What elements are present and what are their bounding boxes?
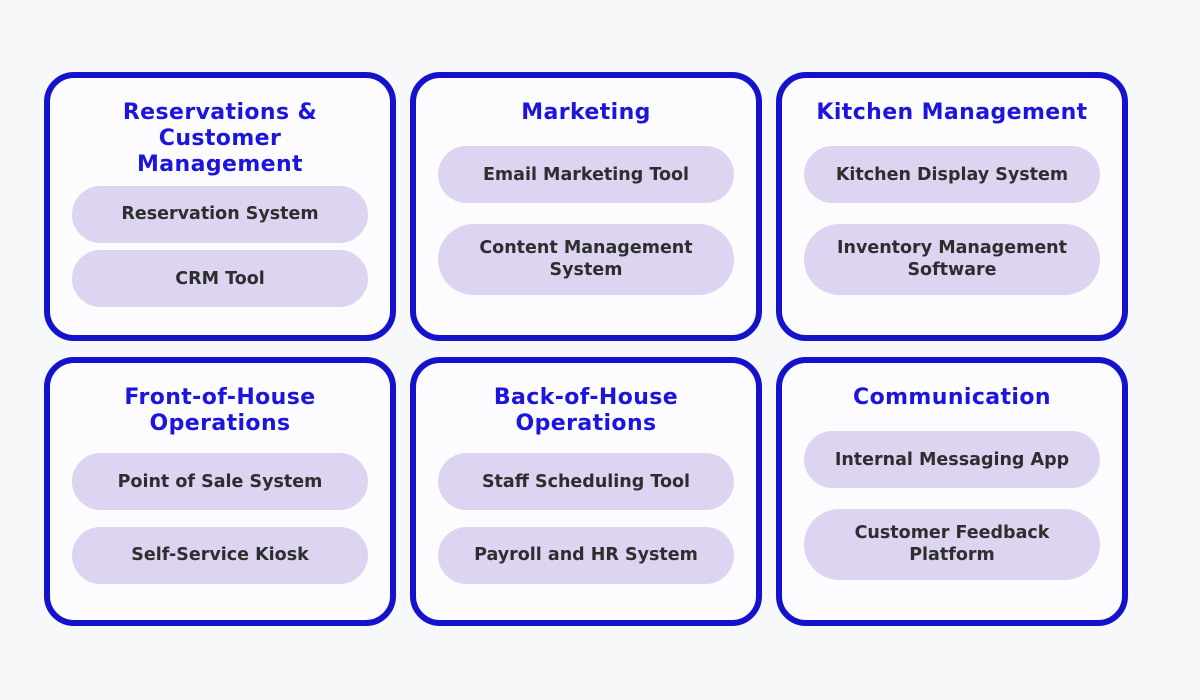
tool-pill: Self-Service Kiosk	[72, 526, 368, 584]
tool-list: Email Marketing Tool Content Management …	[438, 126, 734, 315]
category-title: Marketing	[521, 100, 651, 125]
tool-list: Reservation System CRM Tool	[72, 178, 368, 315]
card-marketing: Marketing Email Marketing Tool Content M…	[410, 72, 762, 341]
tool-list: Point of Sale System Self-Service Kiosk	[72, 437, 368, 600]
tool-pill: Point of Sale System	[72, 453, 368, 511]
card-back-of-house-operations: Back-of-House Operations Staff Schedulin…	[410, 357, 762, 626]
tool-pill: Customer Feedback Platform	[804, 508, 1100, 580]
category-title: Front-of-House Operations	[124, 385, 316, 436]
category-title: Back-of-House Operations	[493, 385, 679, 436]
tool-pill: Staff Scheduling Tool	[438, 453, 734, 511]
card-front-of-house-operations: Front-of-House Operations Point of Sale …	[44, 357, 396, 626]
tool-pill: Payroll and HR System	[438, 526, 734, 584]
tool-pill: Content Management System	[438, 223, 734, 295]
category-title: Reservations & Customer Management	[122, 100, 318, 177]
card-kitchen-management: Kitchen Management Kitchen Display Syste…	[776, 72, 1128, 341]
tool-pill: Kitchen Display System	[804, 146, 1100, 204]
category-title: Kitchen Management	[816, 100, 1088, 125]
category-title: Communication	[853, 385, 1051, 410]
category-board: Reservations & Customer Management Reser…	[44, 72, 1128, 626]
tool-list: Internal Messaging App Customer Feedback…	[804, 411, 1100, 600]
card-reservations-customer-management: Reservations & Customer Management Reser…	[44, 72, 396, 341]
tool-list: Staff Scheduling Tool Payroll and HR Sys…	[438, 437, 734, 600]
tool-pill: CRM Tool	[72, 250, 368, 308]
card-communication: Communication Internal Messaging App Cus…	[776, 357, 1128, 626]
tool-pill: Reservation System	[72, 185, 368, 243]
tool-list: Kitchen Display System Inventory Managem…	[804, 126, 1100, 315]
tool-pill: Email Marketing Tool	[438, 146, 734, 204]
tool-pill: Internal Messaging App	[804, 431, 1100, 489]
tool-pill: Inventory Management Software	[804, 223, 1100, 295]
